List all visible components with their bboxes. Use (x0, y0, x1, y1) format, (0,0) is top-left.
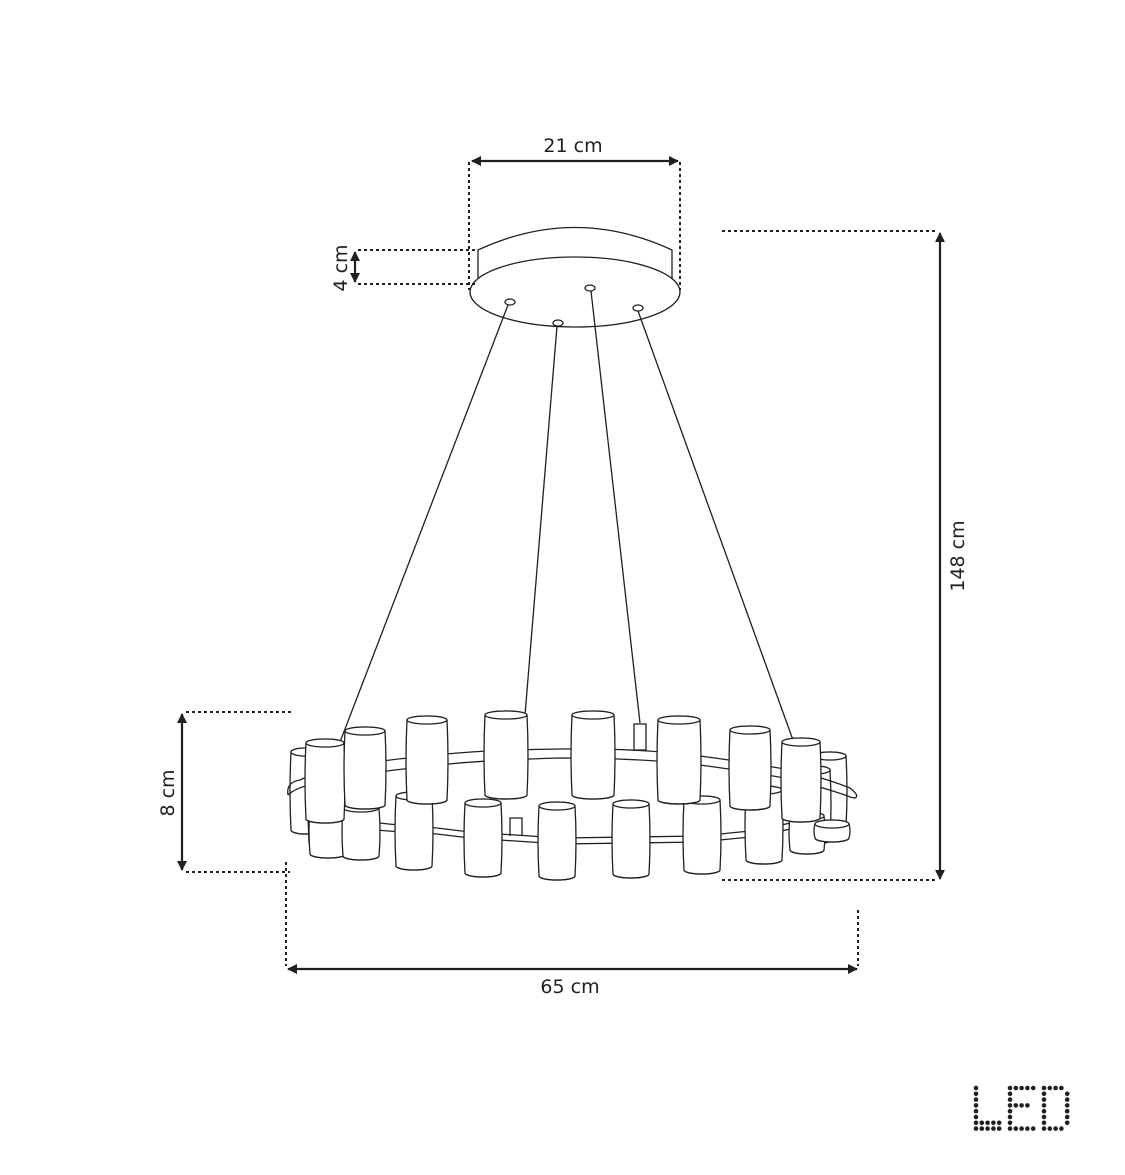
led-dot (973, 1085, 979, 1091)
led-letter-l (973, 1085, 1002, 1131)
led-dot (979, 1126, 985, 1131)
led-dot (1030, 1085, 1036, 1091)
led-dot (973, 1126, 979, 1131)
led-dot (1064, 1108, 1070, 1114)
canopy-height-label: 4 cm (330, 244, 352, 291)
lamp-ring-body (287, 710, 858, 881)
wire-hole (504, 298, 516, 306)
body-diameter-label: 65 cm (540, 976, 599, 998)
cylinder-shade (483, 710, 529, 800)
dimension-canopy-diameter: 21 cm (468, 135, 681, 290)
led-dot (1007, 1114, 1013, 1120)
led-dot (1007, 1085, 1013, 1091)
led-dot (1041, 1114, 1047, 1120)
dimension-body-diameter: 65 cm (285, 862, 859, 998)
led-dot (1053, 1126, 1058, 1131)
cylinder-shade (611, 799, 651, 879)
wire (339, 304, 509, 743)
led-dot (996, 1126, 1002, 1131)
wire (590, 290, 641, 724)
dimension-total-height: 148 cm (722, 230, 969, 881)
led-dot (973, 1120, 979, 1126)
led-dot (1064, 1103, 1070, 1108)
led-dot (1007, 1108, 1013, 1114)
led-dot (991, 1120, 996, 1126)
led-dot (1041, 1120, 1047, 1126)
led-badge-icon (973, 1085, 1070, 1131)
led-dot (1064, 1114, 1070, 1120)
led-dot (985, 1126, 990, 1131)
led-dot (1041, 1126, 1047, 1131)
body-height-label: 8 cm (157, 769, 179, 816)
connector (509, 817, 523, 836)
led-dot (1041, 1103, 1047, 1108)
led-dot (1041, 1097, 1047, 1102)
cylinder-shade (341, 803, 381, 861)
led-dot (1019, 1126, 1024, 1131)
cylinder-shade (780, 737, 822, 823)
led-dot (1041, 1108, 1047, 1114)
driver-box (633, 723, 647, 751)
led-dot (1019, 1103, 1024, 1108)
canopy-diameter-label: 21 cm (543, 135, 602, 157)
led-dot (1053, 1085, 1058, 1091)
ceiling-canopy (469, 226, 681, 328)
cylinder-shade (304, 738, 346, 824)
cylinder-shade (537, 801, 577, 881)
cylinder-shade (405, 715, 449, 805)
led-dot (1007, 1103, 1013, 1108)
total-height-label: 148 cm (947, 520, 969, 591)
led-dot (996, 1120, 1002, 1126)
led-dot (1025, 1126, 1030, 1131)
led-dot (973, 1108, 979, 1114)
wire (524, 325, 558, 716)
led-dot (1013, 1103, 1019, 1108)
led-dot (1007, 1126, 1013, 1131)
led-dot (973, 1114, 979, 1120)
led-dot (1007, 1091, 1013, 1097)
led-dot (1064, 1091, 1070, 1097)
led-letter-d (1041, 1085, 1070, 1131)
cylinder-shade (570, 710, 616, 800)
led-dot (1064, 1097, 1070, 1102)
led-dot (1059, 1085, 1064, 1091)
led-dot (1025, 1085, 1030, 1091)
led-dot (1007, 1120, 1013, 1126)
led-dot (1047, 1126, 1053, 1131)
led-dot (1059, 1126, 1064, 1131)
dimension-body-height: 8 cm (157, 711, 292, 873)
led-dot (1013, 1126, 1019, 1131)
led-dot (1041, 1091, 1047, 1097)
cylinder-shade (682, 795, 722, 875)
led-dot (973, 1103, 979, 1108)
led-dot (1013, 1085, 1019, 1091)
led-dot (1007, 1097, 1013, 1102)
led-dot (973, 1097, 979, 1102)
cylinder-shade (463, 798, 503, 878)
led-letter-e (1007, 1085, 1036, 1131)
led-dot (1019, 1085, 1024, 1091)
cylinder-shade (813, 819, 851, 843)
suspension-wires (339, 290, 794, 743)
led-dot (1041, 1085, 1047, 1091)
cylinder-shade (343, 726, 387, 810)
led-dot (1025, 1103, 1030, 1108)
dimension-canopy-height: 4 cm (330, 244, 476, 292)
led-dot (1030, 1126, 1036, 1131)
cylinder-shade (656, 715, 702, 805)
led-dot (1047, 1085, 1053, 1091)
wire-hole (584, 284, 596, 292)
wire-hole (552, 319, 564, 327)
led-dot (985, 1120, 990, 1126)
led-dot (991, 1126, 996, 1131)
led-dot (973, 1091, 979, 1097)
wire (637, 310, 794, 741)
cylinder-shade (728, 725, 772, 811)
led-dot (979, 1120, 985, 1126)
led-dot (1064, 1120, 1070, 1126)
